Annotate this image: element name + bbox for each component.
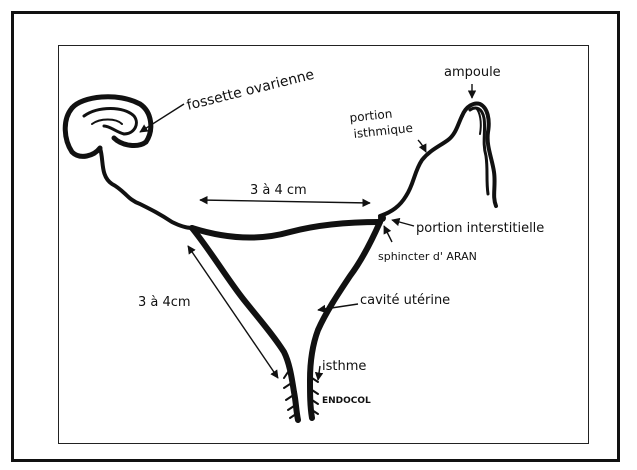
label-height-measure: 3 à 4cm [138, 295, 191, 310]
uterus-body-drawing [192, 214, 386, 420]
label-portion-line1: portion [349, 107, 393, 125]
label-portion-interstitielle: portion interstitielle [416, 221, 544, 236]
label-endocol: ENDOCOL [322, 396, 371, 406]
label-portion-line2: isthmique [353, 121, 414, 141]
label-sphincter: sphincter d' ARAN [378, 250, 477, 263]
label-cavite: cavité utérine [360, 293, 450, 308]
left-ovary-drawing [65, 97, 192, 228]
label-fossette: fossette ovarienne [185, 67, 316, 114]
label-ampoule: ampoule [444, 65, 501, 80]
label-width-measure: 3 à 4 cm [250, 183, 307, 198]
right-tube-drawing [380, 104, 496, 217]
label-isthme: isthme [322, 359, 366, 374]
